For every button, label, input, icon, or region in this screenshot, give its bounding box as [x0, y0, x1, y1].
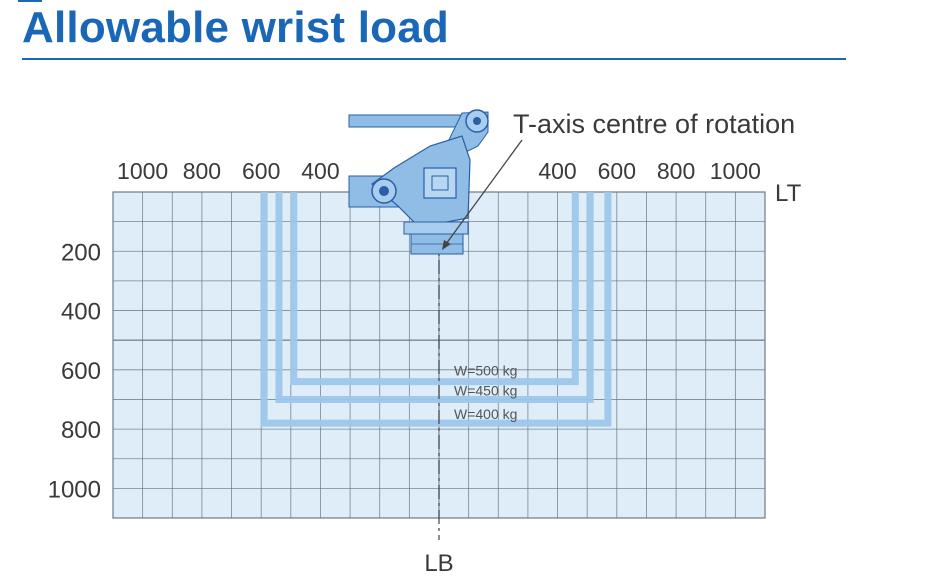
y-tick-label: 1000	[48, 476, 101, 503]
robot-motor-detail	[431, 175, 449, 191]
x-tick-label: 1000	[117, 158, 168, 184]
load-envelopes: W=500 kg W=450 kg W=400 kg	[260, 192, 612, 540]
x-tick-label: 1000	[710, 158, 761, 184]
y-tick-label: 200	[61, 239, 101, 266]
load-envelope-line	[260, 192, 612, 427]
robot-motor-housing	[423, 167, 457, 199]
robot-upper-arm	[348, 114, 465, 128]
x-tick-label: 800	[183, 158, 221, 184]
title-underline	[22, 58, 846, 60]
annotation-arrowhead	[442, 240, 451, 250]
rotation-centre-annotation: T-axis centre of rotation	[513, 109, 795, 139]
robot-wrist-illustration	[348, 109, 489, 255]
y-tick-label: 800	[61, 417, 101, 444]
load-envelope-label: W=500 kg	[454, 363, 517, 379]
x-axis-name: LT	[775, 180, 802, 207]
annotation-leader-line	[445, 139, 523, 245]
y-axis-name: LB	[424, 550, 453, 577]
load-envelope-label: W=450 kg	[454, 382, 517, 398]
robot-wrist-body	[371, 135, 471, 225]
title-top-stub	[18, 0, 42, 2]
y-tick-label: 600	[61, 358, 101, 385]
robot-wrist-joint-pin	[379, 186, 389, 196]
load-envelope-line	[290, 192, 579, 386]
page-title: Allowable wrist load	[22, 3, 449, 52]
x-tick-label: 600	[598, 158, 636, 184]
x-tick-label: 400	[301, 158, 339, 184]
load-envelope-label: W=400 kg	[454, 406, 517, 422]
load-envelope-line	[275, 192, 594, 403]
y-tick-label: 400	[61, 299, 101, 326]
x-tick-label: 400	[538, 158, 576, 184]
robot-upper-joint-pin	[473, 117, 481, 125]
chart-labels: 1000 800 600 400 400 600 800 1000 200 400 600 800 10…	[48, 109, 802, 577]
x-tick-label: 800	[657, 158, 695, 184]
x-tick-label: 600	[242, 158, 280, 184]
